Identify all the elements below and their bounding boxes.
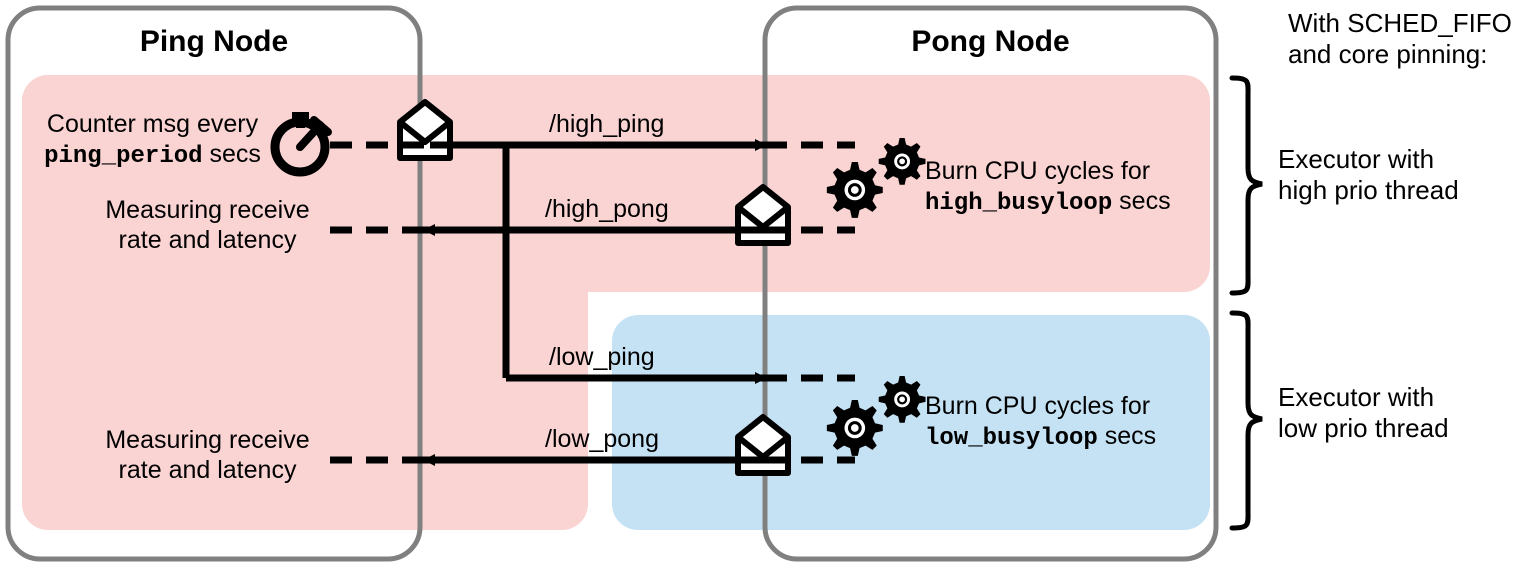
legend-low-prio-line2: low prio thread bbox=[1278, 412, 1449, 443]
gears-icon-high bbox=[826, 138, 926, 218]
ping-counter-line1: Counter msg every bbox=[46, 110, 259, 138]
ping-node-box[interactable] bbox=[5, 5, 423, 562]
high-prio-region-ping-extension bbox=[22, 75, 588, 530]
legend-low-prio-line1: Executor with bbox=[1278, 382, 1435, 412]
ping-measure-high-line2: rate and latency bbox=[118, 225, 297, 254]
stopwatch-icon bbox=[270, 112, 332, 177]
legend-high-prio: Executor with high prio thread bbox=[1278, 144, 1512, 205]
pong-node-title: Pong Node bbox=[911, 25, 1070, 58]
ping-measure-low-line1: Measuring receive bbox=[105, 426, 310, 454]
ping-measure-high-line1: Measuring receive bbox=[105, 196, 310, 224]
pong-burn-low-description: Burn CPU cycles for low_busyloop secs bbox=[925, 392, 1205, 453]
pong-burn-low-line1: Burn CPU cycles for bbox=[925, 392, 1151, 420]
pong-burn-high-line1: Burn CPU cycles for bbox=[925, 157, 1151, 185]
topic-label-high-pong: /high_pong bbox=[545, 195, 669, 223]
topic-label-low-ping: /low_ping bbox=[549, 343, 655, 371]
pong-node-box[interactable] bbox=[762, 5, 1219, 562]
legend-high-prio-line1: Executor with bbox=[1278, 144, 1435, 174]
ping-period-suffix: secs bbox=[202, 139, 261, 168]
legend-high-prio-line2: high prio thread bbox=[1278, 174, 1459, 205]
topic-label-high-ping: /high_ping bbox=[549, 110, 665, 138]
ping-measure-high-description: Measuring receive rate and latency bbox=[85, 196, 330, 255]
legend-heading: With SCHED_FIFO and core pinning: bbox=[1288, 8, 1518, 69]
legend-low-prio: Executor with low prio thread bbox=[1278, 382, 1512, 443]
ping-counter-line2: ping_period secs bbox=[30, 140, 275, 171]
legend-heading-line1: With SCHED_FIFO bbox=[1288, 8, 1512, 38]
brace-high-prio bbox=[1229, 75, 1263, 296]
ping-measure-low-description: Measuring receive rate and latency bbox=[85, 426, 330, 485]
ping-counter-description: Counter msg every ping_period secs bbox=[30, 110, 275, 171]
ping-period-param: ping_period bbox=[44, 142, 203, 170]
high-busyloop-param: high_busyloop bbox=[925, 189, 1113, 217]
pong-burn-high-line2: high_busyloop secs bbox=[925, 187, 1205, 218]
pong-burn-low-line2: low_busyloop secs bbox=[925, 422, 1205, 453]
high-busyloop-suffix: secs bbox=[1112, 186, 1171, 215]
brace-low-prio bbox=[1229, 310, 1263, 531]
topic-label-low-pong: /low_pong bbox=[545, 425, 659, 453]
low-busyloop-param: low_busyloop bbox=[925, 424, 1098, 452]
ping-node-title: Ping Node bbox=[139, 25, 289, 58]
pong-burn-high-description: Burn CPU cycles for high_busyloop secs bbox=[925, 157, 1205, 218]
gears-icon-low bbox=[826, 376, 926, 456]
low-prio-region bbox=[612, 315, 1210, 530]
low-busyloop-suffix: secs bbox=[1097, 421, 1157, 450]
ping-measure-low-line2: rate and latency bbox=[118, 455, 297, 484]
legend-heading-line2: and core pinning: bbox=[1288, 38, 1488, 69]
